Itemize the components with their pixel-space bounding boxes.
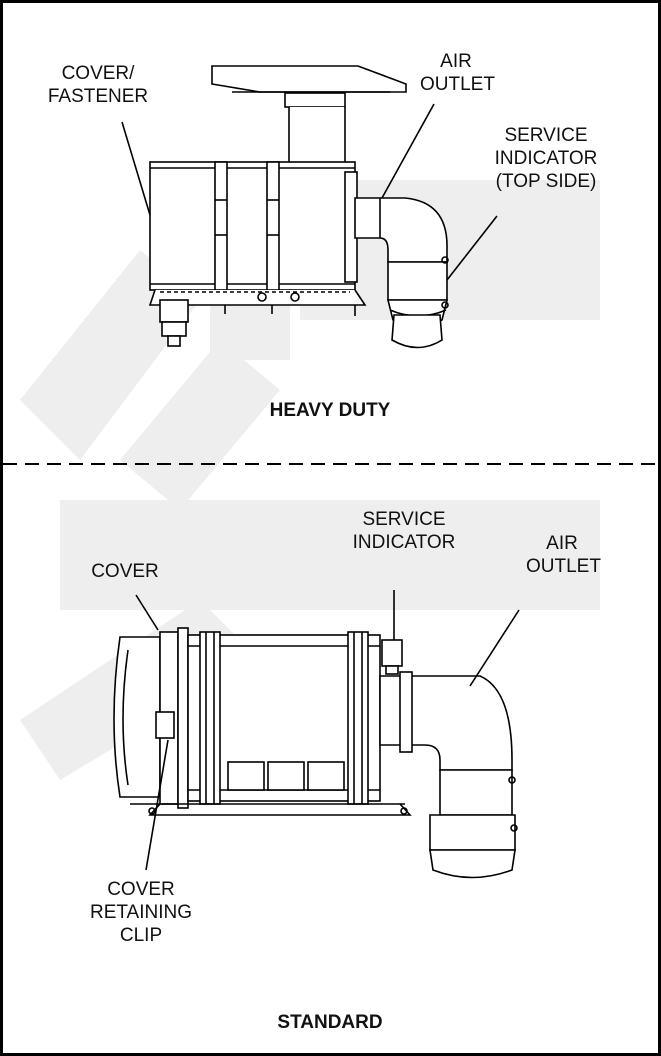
label-service-indicator: SERVICE INDICATOR	[352, 509, 456, 553]
label-cover-fastener: COVER/ FASTENER	[47, 63, 149, 107]
heavy-duty-air-cleaner-drawing	[148, 65, 449, 349]
label-cover: COVER	[91, 561, 159, 582]
label-air-outlet-standard: AIR OUTLET	[526, 533, 601, 577]
heavy-duty-leader-lines	[121, 103, 498, 281]
label-cover-retaining-clip: COVER RETAINING CLIP	[89, 879, 193, 946]
section-title-standard: STANDARD	[277, 1012, 383, 1033]
label-air-outlet-heavy-duty: AIR OUTLET	[420, 51, 495, 95]
label-service-indicator-top-side: SERVICE INDICATOR (TOP SIDE)	[494, 125, 598, 192]
section-title-heavy-duty: HEAVY DUTY	[269, 400, 391, 421]
standard-air-cleaner-drawing	[113, 627, 518, 879]
standard-leader-lines	[135, 590, 520, 871]
